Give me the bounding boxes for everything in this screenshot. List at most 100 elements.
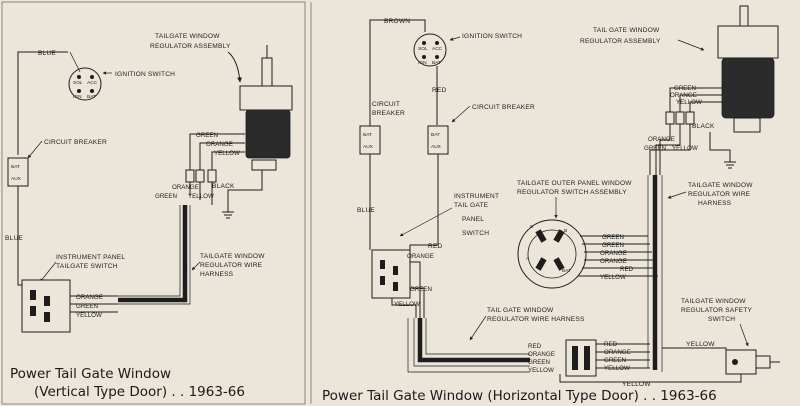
right-outer-wire-orange-2: ORANGE bbox=[600, 258, 627, 265]
right-regulator-label-2: REGULATOR ASSEMBLY bbox=[580, 38, 661, 45]
left-harness-label-3: HARNESS bbox=[200, 271, 234, 278]
right-brown-wire bbox=[369, 19, 426, 128]
right-ign-term-bat: BAT bbox=[432, 60, 441, 66]
right-safety-label-1: TAILGATE WINDOW bbox=[681, 298, 746, 305]
right-conn-left-orange: ORANGE bbox=[528, 351, 555, 358]
right-safety-label-2: REGULATOR SAFETY bbox=[681, 307, 753, 314]
left-caption-line-1: Power Tail Gate Window bbox=[10, 366, 171, 382]
right-outer-wire-green-2: GREEN bbox=[602, 242, 624, 249]
right-black-ground-wire bbox=[709, 132, 731, 162]
right-instrument-label-2: TAIL GATE bbox=[454, 202, 489, 209]
right-red-mid-label: RED bbox=[428, 243, 443, 250]
right-cb-right-term-bat: BAT bbox=[431, 132, 440, 138]
left-ign-term-acc: ACC bbox=[87, 80, 98, 86]
left-connector-1 bbox=[185, 169, 195, 183]
right-green-sw-label: GREEN bbox=[410, 286, 432, 293]
left-circuit-breaker-label: CIRCUIT BREAKER bbox=[44, 139, 107, 146]
right-outer-panel-switch: C B A BAT bbox=[517, 219, 587, 289]
right-outer-wire-green-1: GREEN bbox=[602, 234, 624, 241]
left-blue-wire-top bbox=[17, 51, 68, 155]
right-conn-left-red: RED bbox=[528, 343, 542, 350]
right-cb-right-label: CIRCUIT BREAKER bbox=[472, 104, 535, 111]
right-wire-harness-bottom bbox=[417, 318, 530, 363]
right-cb-left-label-2: BREAKER bbox=[372, 110, 405, 117]
right-outer-panel-label-1: TAILGATE OUTER PANEL WINDOW bbox=[517, 180, 632, 187]
right-regulator-label-1: TAIL GATE WINDOW bbox=[593, 27, 660, 34]
left-instrument-label-2: TAILGATE SWITCH bbox=[56, 263, 118, 270]
right-safety-label-3: SWITCH bbox=[708, 316, 735, 323]
left-ign-term-sol: SOL bbox=[73, 80, 83, 86]
left-wire-green-top bbox=[189, 133, 245, 170]
right-circuit-breaker-right: BAT AUX bbox=[427, 125, 449, 155]
left-diagram: BLUE SOL ACC IGN BAT IGNITION SWITCH TAI… bbox=[5, 33, 293, 400]
left-wire-top-green-label: GREEN bbox=[196, 132, 218, 139]
right-harness-bottom-label-2: REGULATOR WIRE HARNESS bbox=[487, 316, 585, 323]
left-wire-bottom-green-label: GREEN bbox=[76, 303, 98, 310]
left-black-label: BLACK bbox=[212, 183, 235, 190]
left-breaker-term-aux: AUX bbox=[11, 176, 22, 182]
left-regulator-motor bbox=[239, 45, 293, 171]
right-instrument-switch bbox=[371, 249, 411, 299]
right-outer-wire-red: RED bbox=[620, 266, 634, 273]
left-regulator-label-1: TAILGATE WINDOW bbox=[155, 33, 220, 40]
right-outer-term-b: B bbox=[564, 228, 567, 234]
right-conn-left-yellow: YELLOW bbox=[528, 367, 554, 374]
right-harness-right-label-3: HARNESS bbox=[698, 200, 732, 207]
right-wire-motor-lower-green: GREEN bbox=[644, 145, 666, 152]
left-breaker-term-bat: BAT bbox=[11, 164, 20, 170]
left-panel-frame bbox=[1, 1, 306, 405]
left-wire-yellow-top bbox=[211, 151, 245, 170]
right-harness-connector bbox=[565, 339, 597, 377]
left-wire-orange-top bbox=[199, 142, 245, 170]
right-connector-2 bbox=[675, 111, 685, 125]
right-outer-panel-label-2: REGULATOR SWITCH ASSEMBLY bbox=[517, 189, 627, 196]
right-cb-right-term-aux: AUX bbox=[431, 144, 442, 150]
left-regulator-label-2: REGULATOR ASSEMBLY bbox=[150, 43, 231, 50]
right-regulator-motor bbox=[717, 5, 779, 133]
left-wire-bottom-orange-label: ORANGE bbox=[76, 294, 103, 301]
left-wire-mid-yellow-label: YELLOW bbox=[188, 193, 214, 200]
left-ign-term-ign: IGN bbox=[73, 94, 82, 100]
left-connector-2 bbox=[195, 169, 205, 183]
right-blue-label: BLUE bbox=[357, 207, 375, 214]
right-cb-left-term-aux: AUX bbox=[363, 144, 374, 150]
right-wire-motor-green: GREEN bbox=[674, 85, 696, 92]
right-instrument-label-3: PANEL bbox=[462, 216, 484, 223]
left-instrument-switch bbox=[21, 279, 71, 333]
right-red-top-label: RED bbox=[432, 87, 447, 94]
left-connector-3 bbox=[207, 169, 217, 183]
left-wire-top-orange-label: ORANGE bbox=[206, 141, 233, 148]
right-connector-1 bbox=[665, 111, 675, 125]
left-blue-top-label: BLUE bbox=[38, 50, 56, 57]
left-circuit-breaker: BAT AUX bbox=[7, 157, 29, 187]
left-ignition-switch: SOL ACC IGN BAT bbox=[68, 67, 102, 101]
right-yellow-safety-label: YELLOW bbox=[686, 341, 715, 348]
right-yellow-bottom-wire bbox=[559, 374, 742, 383]
left-wire-mid-orange-label: ORANGE bbox=[172, 184, 199, 191]
left-ign-term-bat: BAT bbox=[87, 94, 96, 100]
right-wire-motor-orange: ORANGE bbox=[670, 92, 697, 99]
left-wire-harness bbox=[118, 205, 188, 303]
right-caption: Power Tail Gate Window (Horizontal Type … bbox=[322, 388, 717, 404]
left-harness-label-2: REGULATOR WIRE bbox=[200, 262, 263, 269]
left-harness-label-1: TAILGATE WINDOW bbox=[200, 253, 265, 260]
left-wire-top-yellow-label: YELLOW bbox=[214, 150, 240, 157]
right-brown-label: BROWN bbox=[384, 18, 410, 25]
right-circuit-breaker-left: BAT AUX bbox=[359, 125, 381, 155]
right-diagram: BROWN SOL ACC IGN BAT IGNITION SWITCH RE… bbox=[322, 5, 780, 404]
right-cb-left-term-bat: BAT bbox=[363, 132, 372, 138]
right-outer-term-a: A bbox=[526, 256, 530, 262]
right-orange-sw-label: ORANGE bbox=[407, 253, 434, 260]
right-outer-wire-yellow: YELLOW bbox=[600, 274, 626, 281]
right-wire-motor-lower-yellow: YELLOW bbox=[672, 145, 698, 152]
left-instrument-label-1: INSTRUMENT PANEL bbox=[56, 254, 125, 261]
right-ign-term-acc: ACC bbox=[432, 46, 443, 52]
right-wire-motor-lower-orange: ORANGE bbox=[648, 136, 675, 143]
right-yellow-bottom-label: YELLOW bbox=[622, 381, 651, 388]
right-instrument-label-1: INSTRUMENT bbox=[454, 193, 499, 200]
right-outer-term-c: C bbox=[530, 224, 534, 230]
right-safety-switch bbox=[725, 349, 780, 375]
left-caption-line-2: (Vertical Type Door) . . 1963-66 bbox=[34, 384, 245, 400]
right-ignition-switch: SOL ACC IGN BAT bbox=[413, 33, 447, 67]
